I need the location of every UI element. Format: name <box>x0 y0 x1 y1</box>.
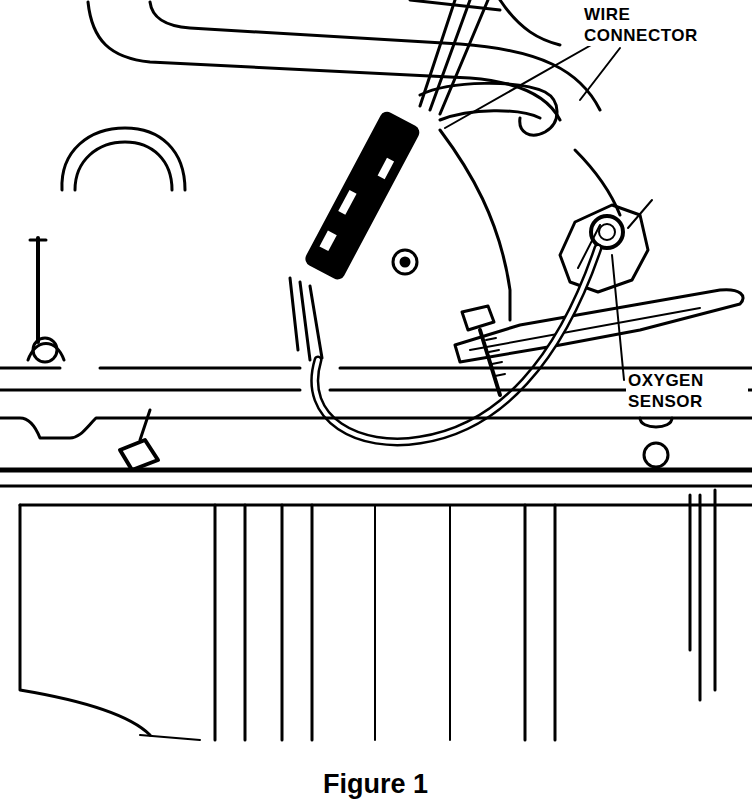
part-label: OXYGEN SENSOR <box>626 370 748 412</box>
part-label: WIRE CONNECTOR <box>582 4 736 46</box>
figure-caption: Figure 1 <box>323 768 428 800</box>
